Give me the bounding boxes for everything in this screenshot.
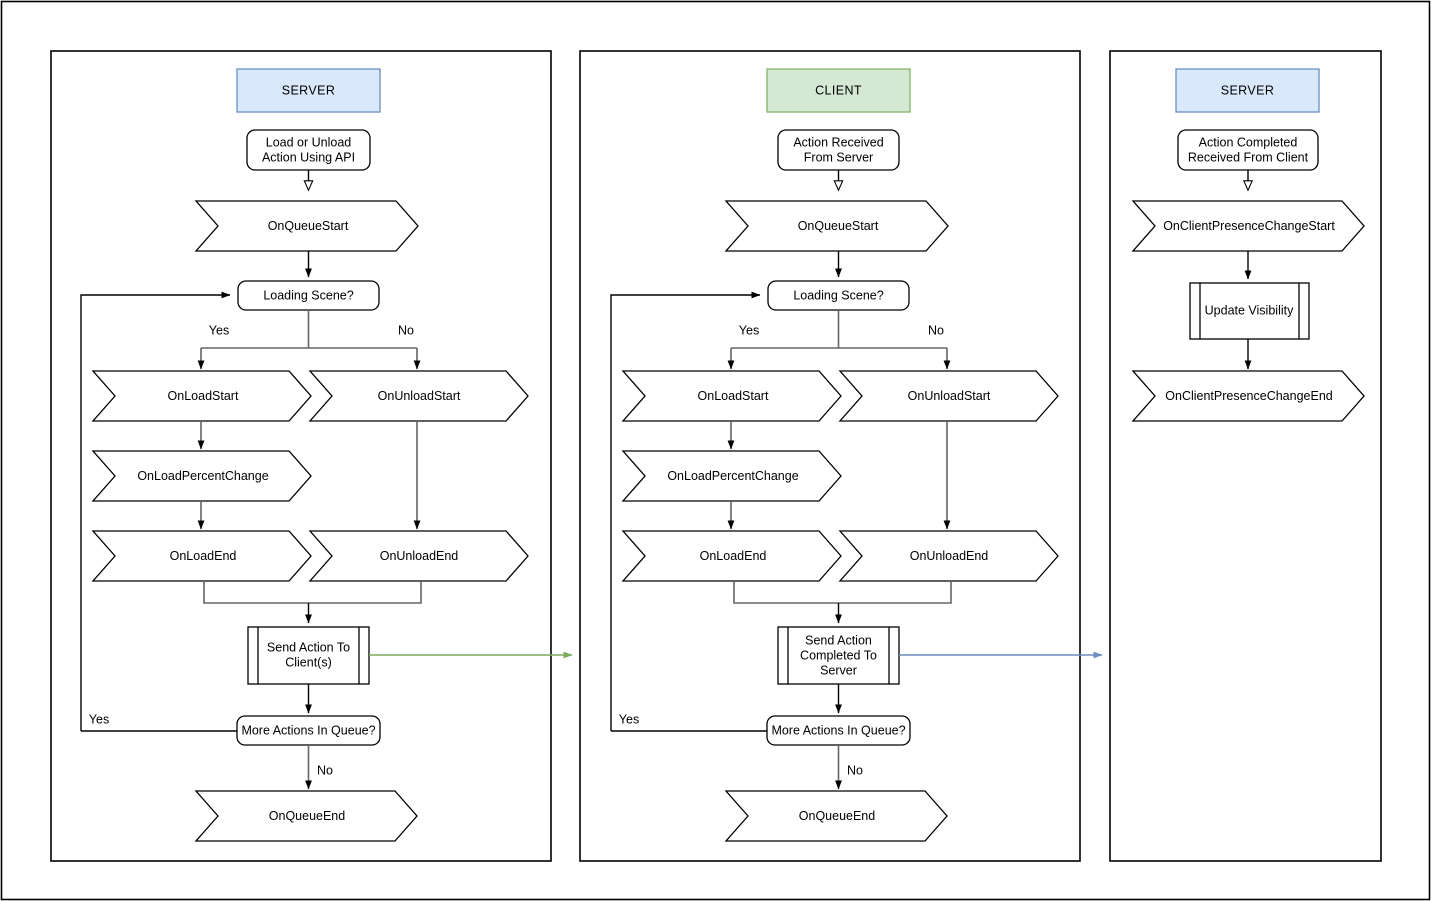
node-onunloadstart-server1: OnUnloadStart: [308, 370, 529, 422]
node-send-action-to-clients-line1: Send Action To: [267, 640, 350, 654]
node-action-completed-received: Action Completed Received From Client: [1177, 129, 1319, 171]
node-onclientpresencechangestart-label: OnClientPresenceChangeStart: [1163, 219, 1335, 233]
node-load-or-unload-api-line2: Action Using API: [262, 150, 355, 164]
node-send-action-completed-line1: Send Action: [805, 633, 872, 647]
node-action-received-line2: From Server: [804, 150, 873, 164]
node-onloadend-client: OnLoadEnd: [621, 530, 842, 582]
node-onloadpercentchange-server1: OnLoadPercentChange: [91, 450, 312, 502]
node-onunloadstart-client-label: OnUnloadStart: [908, 389, 991, 403]
branch-label-no-server1: No: [398, 323, 414, 337]
node-onloadstart-server1-label: OnLoadStart: [168, 389, 239, 403]
lane-server-1: SERVER Load or Unload Action Using API O…: [50, 50, 552, 862]
node-more-actions-server1-label: More Actions In Queue?: [241, 723, 375, 737]
node-onqueueend-client-label: OnQueueEnd: [799, 809, 875, 823]
exit-label-no-client: No: [847, 763, 863, 777]
node-onloadpercentchange-client-label: OnLoadPercentChange: [667, 469, 798, 483]
exit-label-no-server1: No: [317, 763, 333, 777]
node-onclientpresencechangeend-label: OnClientPresenceChangeEnd: [1165, 389, 1333, 403]
lane-client-header-label: CLIENT: [815, 83, 862, 97]
node-loading-scene-server1-label: Loading Scene?: [263, 288, 353, 302]
lane-server-2-header-label: SERVER: [1221, 83, 1275, 97]
node-onloadpercentchange-server1-label: OnLoadPercentChange: [137, 469, 268, 483]
branch-label-no-client: No: [928, 323, 944, 337]
node-load-or-unload-api: Load or Unload Action Using API: [246, 129, 371, 171]
lane-server-1-header-label: SERVER: [282, 83, 336, 97]
node-onqueueend-server1: OnQueueEnd: [194, 790, 418, 842]
node-onunloadend-client-label: OnUnloadEnd: [910, 549, 989, 563]
lane-server-2-header: SERVER: [1175, 68, 1320, 113]
node-onloadend-server1-label: OnLoadEnd: [170, 549, 237, 563]
lane-server-1-header: SERVER: [236, 68, 381, 113]
node-action-received-line1: Action Received: [793, 135, 883, 149]
node-onloadstart-server1: OnLoadStart: [91, 370, 312, 422]
node-loading-scene-client-label: Loading Scene?: [793, 288, 883, 302]
lane-server-2: SERVER Action Completed Received From Cl…: [1109, 50, 1382, 862]
node-onunloadend-client: OnUnloadEnd: [838, 530, 1059, 582]
node-send-action-completed-line3: Server: [820, 663, 857, 677]
node-onloadend-server1: OnLoadEnd: [91, 530, 312, 582]
node-onqueuestart-client: OnQueueStart: [724, 200, 949, 252]
node-send-action-to-clients: Send Action To Client(s): [247, 626, 370, 685]
node-onclientpresencechangestart: OnClientPresenceChangeStart: [1131, 200, 1365, 252]
loop-back-client: [610, 291, 761, 731]
node-more-actions-server1: More Actions In Queue?: [236, 715, 381, 746]
lane-server-2-border: [1109, 50, 1382, 862]
node-onunloadstart-server1-label: OnUnloadStart: [378, 389, 461, 403]
node-onunloadend-server1-label: OnUnloadEnd: [380, 549, 459, 563]
lane-server-1-border: [50, 50, 552, 862]
node-action-completed-received-line2: Received From Client: [1188, 150, 1309, 164]
node-onclientpresencechangeend: OnClientPresenceChangeEnd: [1131, 370, 1365, 422]
node-loading-scene-client: Loading Scene?: [767, 280, 910, 311]
node-more-actions-client: More Actions In Queue?: [766, 715, 911, 746]
node-send-action-to-clients-line2: Client(s): [285, 655, 332, 669]
node-onunloadend-server1: OnUnloadEnd: [308, 530, 529, 582]
node-onqueuestart-server1: OnQueueStart: [194, 200, 419, 252]
loop-label-yes-server1: Yes: [89, 712, 109, 726]
node-onloadpercentchange-client: OnLoadPercentChange: [621, 450, 842, 502]
node-onqueueend-client: OnQueueEnd: [724, 790, 948, 842]
loop-label-yes-client: Yes: [619, 712, 639, 726]
node-send-action-completed-line2: Completed To: [800, 648, 877, 662]
node-update-visibility: Update Visibility: [1189, 282, 1310, 340]
node-action-completed-received-line1: Action Completed: [1199, 135, 1298, 149]
node-send-action-completed-to-server: Send Action Completed To Server: [777, 626, 900, 685]
lane-client-header: CLIENT: [766, 68, 911, 113]
node-action-received-from-server: Action Received From Server: [777, 129, 900, 171]
node-more-actions-client-label: More Actions In Queue?: [771, 723, 905, 737]
node-onloadend-client-label: OnLoadEnd: [700, 549, 767, 563]
node-onqueueend-server1-label: OnQueueEnd: [269, 809, 345, 823]
lane-client: CLIENT Action Received From Server OnQue…: [579, 50, 1081, 862]
node-onloadstart-client-label: OnLoadStart: [698, 389, 769, 403]
branch-label-yes-client: Yes: [739, 323, 759, 337]
node-onunloadstart-client: OnUnloadStart: [838, 370, 1059, 422]
node-onqueuestart-server1-label: OnQueueStart: [268, 219, 349, 233]
node-onloadstart-client: OnLoadStart: [621, 370, 842, 422]
node-loading-scene-server1: Loading Scene?: [237, 280, 380, 311]
node-onqueuestart-client-label: OnQueueStart: [798, 219, 879, 233]
lane-client-border: [579, 50, 1081, 862]
node-update-visibility-label: Update Visibility: [1205, 303, 1294, 317]
loop-back-server1: [80, 291, 231, 731]
branch-label-yes-server1: Yes: [209, 323, 229, 337]
node-load-or-unload-api-line1: Load or Unload: [266, 135, 352, 149]
